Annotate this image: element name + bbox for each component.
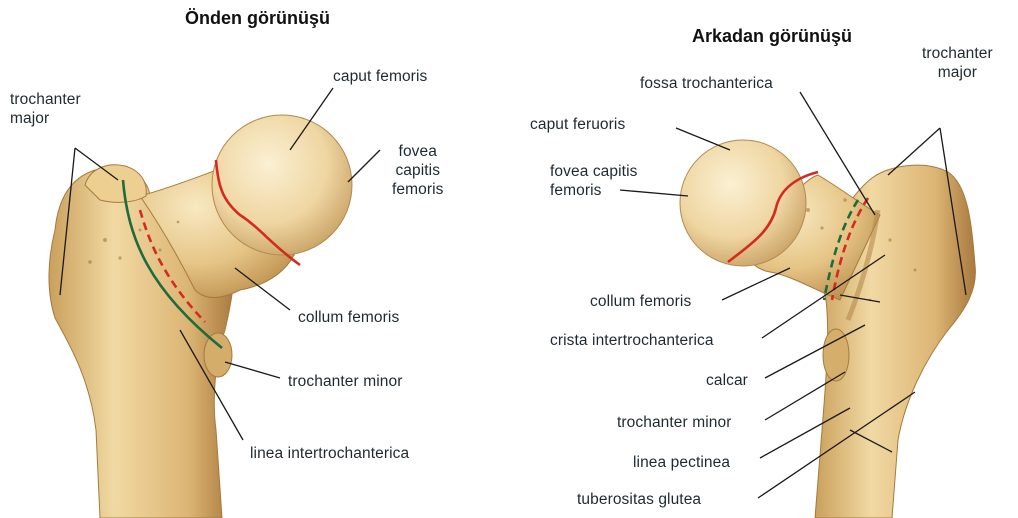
label-linea-intertrochanterica: linea intertrochanterica <box>250 444 409 463</box>
label-tuberositas-glutea: tuberositas glutea <box>577 490 701 509</box>
label-trochanter-major-posterior: trochanter major <box>922 44 993 82</box>
label-linea-pectinea: linea pectinea <box>633 453 730 472</box>
anterior-view-title: Önden görünüşü <box>185 8 330 29</box>
label-trochanter-minor-anterior: trochanter minor <box>288 372 402 391</box>
leader-trochanter-minor-left <box>225 362 280 378</box>
label-crista-intertrochanterica: crista intertrochanterica <box>550 331 714 350</box>
label-trochanter-major-anterior: trochanter major <box>10 90 81 128</box>
posterior-view-title: Arkadan görünüşü <box>692 26 852 47</box>
label-fovea-capitis-femoris-anterior: fovea capitis femoris <box>392 142 444 199</box>
label-fossa-trochanterica: fossa trochanterica <box>640 74 773 93</box>
leader-collum-right <box>722 268 790 300</box>
posterior-lesser-trochanter <box>823 329 849 381</box>
label-collum-femoris-posterior: collum femoris <box>590 292 691 311</box>
label-calcar: calcar <box>706 371 748 390</box>
label-trochanter-minor-posterior: trochanter minor <box>617 413 731 432</box>
label-fovea-capitis-femoris-posterior: fovea capitis femoris <box>550 162 637 200</box>
label-caput-femoris-anterior: caput femoris <box>333 67 427 86</box>
leader-fovea-left <box>348 150 380 182</box>
anterior-head <box>212 115 352 255</box>
anterior-lesser-trochanter <box>204 333 232 377</box>
label-caput-feruoris: caput feruoris <box>530 115 625 134</box>
posterior-head <box>680 140 806 266</box>
leader-caput-feruoris <box>676 128 730 150</box>
label-collum-femoris-anterior: collum femoris <box>298 308 399 327</box>
